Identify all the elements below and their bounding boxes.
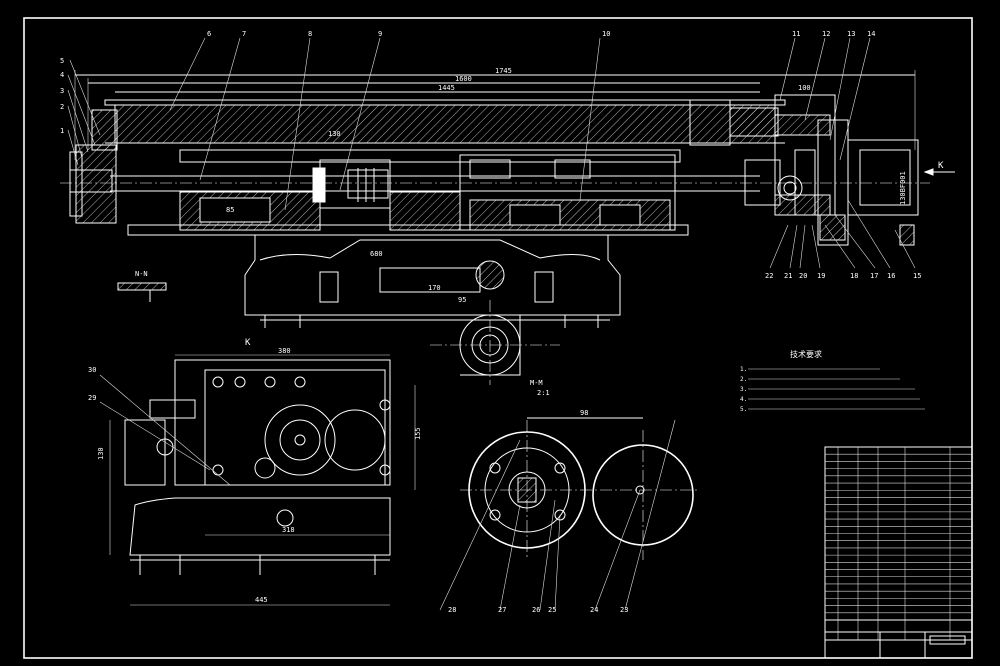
dim-680: 680 <box>370 250 383 258</box>
part-label-25: 25 <box>548 606 556 614</box>
part-label-12: 12 <box>822 30 830 38</box>
tech-req-line-1: 1. <box>740 366 747 373</box>
part-label-1: 1 <box>60 127 64 135</box>
part-label-17: 17 <box>870 272 878 280</box>
dim-1445: 1445 <box>438 84 455 92</box>
dim-1600: 1600 <box>455 75 472 83</box>
part-label-27: 27 <box>498 606 506 614</box>
dim-98: 98 <box>580 409 588 417</box>
section-nn-label: N-N <box>135 270 148 278</box>
part-label-24: 24 <box>590 606 598 614</box>
part-label-11: 11 <box>792 30 800 38</box>
part-label-8: 8 <box>308 30 312 38</box>
part-label-3: 3 <box>60 87 64 95</box>
k-arrow-label: K <box>938 161 944 171</box>
main-assembly-view <box>60 37 955 328</box>
part-label-10: 10 <box>602 30 610 38</box>
part-label-26: 26 <box>532 606 540 614</box>
dim-380: 380 <box>278 347 291 355</box>
part-label-29: 29 <box>88 394 96 402</box>
part-label-28: 28 <box>448 606 456 614</box>
drawing-border <box>23 17 973 659</box>
part-label-21: 21 <box>784 272 792 280</box>
section-mm-label: M-M <box>530 379 543 387</box>
part-label-6: 6 <box>207 30 211 38</box>
section-nn-view <box>117 282 167 302</box>
part-label-16: 16 <box>887 272 895 280</box>
dim-overall-length: 1745 <box>495 67 512 75</box>
tech-req-line-5: 5. <box>740 406 747 413</box>
dim-130b: 130 <box>97 447 105 460</box>
part-label-7: 7 <box>242 30 246 38</box>
part-label-13: 13 <box>847 30 855 38</box>
part-label-14: 14 <box>867 30 875 38</box>
k-view <box>99 354 416 606</box>
dim-155: 155 <box>414 427 422 440</box>
dim-170: 170 <box>428 284 441 292</box>
part-label-23: 23 <box>620 606 628 614</box>
part-label-9: 9 <box>378 30 382 38</box>
part-label-18: 18 <box>850 272 858 280</box>
title-block-parts-list <box>824 446 973 659</box>
dim-445: 445 <box>255 596 268 604</box>
part-label-15: 15 <box>913 272 921 280</box>
part-label-19: 19 <box>817 272 825 280</box>
part-label-5: 5 <box>60 57 64 65</box>
part-label-4: 4 <box>60 71 64 79</box>
motor-label: 130BF001 <box>899 171 907 205</box>
dim-100: 100 <box>798 84 811 92</box>
tech-req-line-4: 4. <box>740 396 747 403</box>
tech-req-line-2: 2. <box>740 376 747 383</box>
dim-95: 95 <box>458 296 466 304</box>
tech-requirements-title: 技术要求 <box>790 349 822 359</box>
gear-detail-view <box>439 417 700 611</box>
dim-85: 85 <box>226 206 234 214</box>
section-mm-view <box>430 300 560 385</box>
section-mm-scale: 2:1 <box>537 389 550 397</box>
dim-318: 318 <box>282 526 295 534</box>
part-label-22: 22 <box>765 272 773 280</box>
tech-requirements-lines: 1. 2. 3. 4. 5. <box>740 366 925 413</box>
k-view-label: K <box>245 338 251 348</box>
part-label-2: 2 <box>60 103 64 111</box>
part-label-30: 30 <box>88 366 96 374</box>
part-label-20: 20 <box>799 272 807 280</box>
tech-req-line-3: 3. <box>740 386 747 393</box>
dim-130: 130 <box>328 130 341 138</box>
